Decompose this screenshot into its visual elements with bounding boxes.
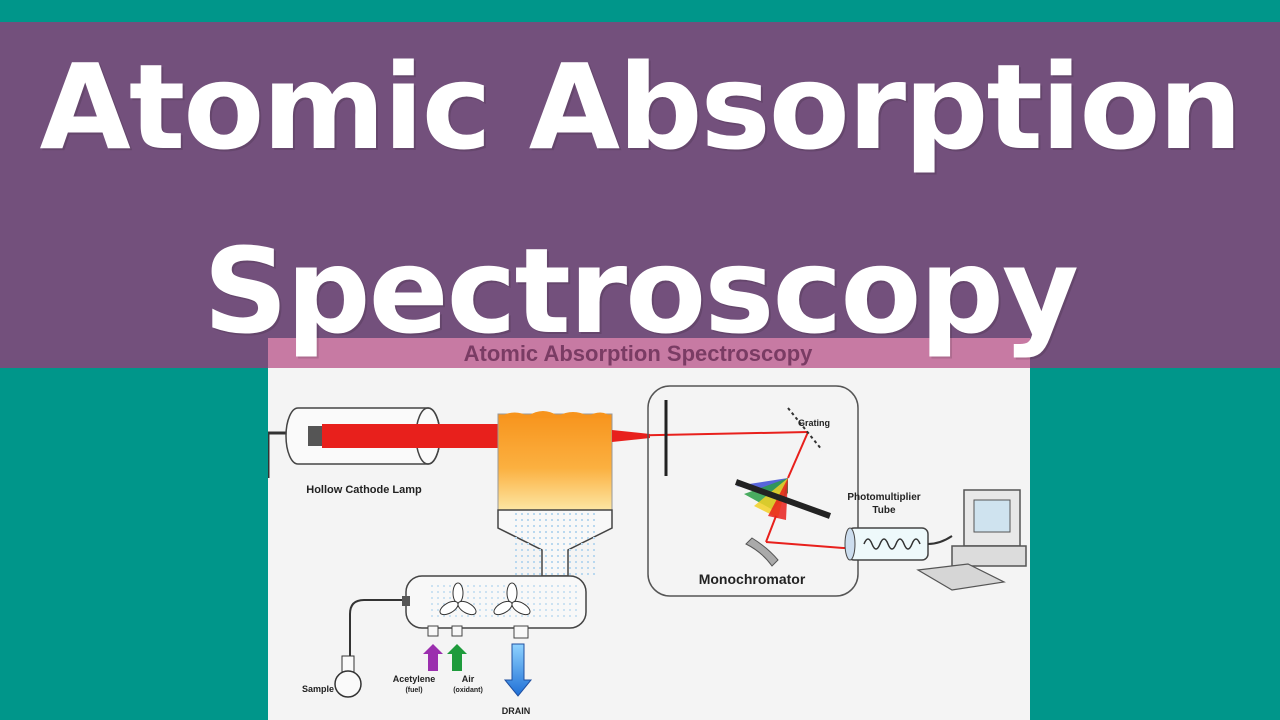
keyboard-icon (916, 563, 1006, 591)
monochromator-label: Monochromator (699, 571, 806, 587)
hollow-cathode-lamp: Hollow Cathode Lamp (268, 407, 498, 496)
lamp-label: Hollow Cathode Lamp (306, 484, 422, 496)
drain-arrow (503, 643, 533, 697)
title-line-1: Atomic Absorption (39, 38, 1243, 176)
photomultiplier-tube: Photomultiplier Tube (843, 492, 953, 561)
title-banner (0, 22, 1280, 368)
acetylene-arrow (423, 644, 443, 671)
computer-icon (951, 489, 1027, 567)
flame-burner (497, 411, 613, 577)
fan-icon (493, 582, 531, 616)
aas-diagram-svg: Atomic Absorption Spectroscopy Hollow Ca… (268, 338, 1030, 716)
nebulizer-chamber (402, 575, 587, 639)
aas-diagram: Atomic Absorption Spectroscopy Hollow Ca… (268, 338, 1030, 720)
photomultiplier-label-1: Photomultiplier (847, 492, 920, 503)
sample-flask: Sample (302, 599, 402, 698)
flask-icon (334, 655, 362, 698)
air-arrow (447, 644, 467, 671)
acetylene-sub-label: (fuel) (405, 687, 422, 694)
beam-line (611, 431, 809, 437)
sample-label: Sample (302, 684, 334, 694)
air-sub-label: (oxidant) (453, 687, 483, 694)
fan-icon (439, 582, 477, 616)
acetylene-label: Acetylene (393, 674, 436, 684)
grating-label: Grating (798, 418, 830, 428)
monochromator: Grating Monochromator (647, 385, 859, 597)
title-line-2: Spectroscopy (203, 222, 1079, 360)
air-label: Air (462, 674, 475, 684)
drain-label: DRAIN (502, 706, 531, 716)
diagram-header-text: Atomic Absorption Spectroscopy (464, 341, 814, 366)
diagram-header-bar (268, 338, 1030, 368)
photomultiplier-label-2: Tube (872, 505, 896, 516)
